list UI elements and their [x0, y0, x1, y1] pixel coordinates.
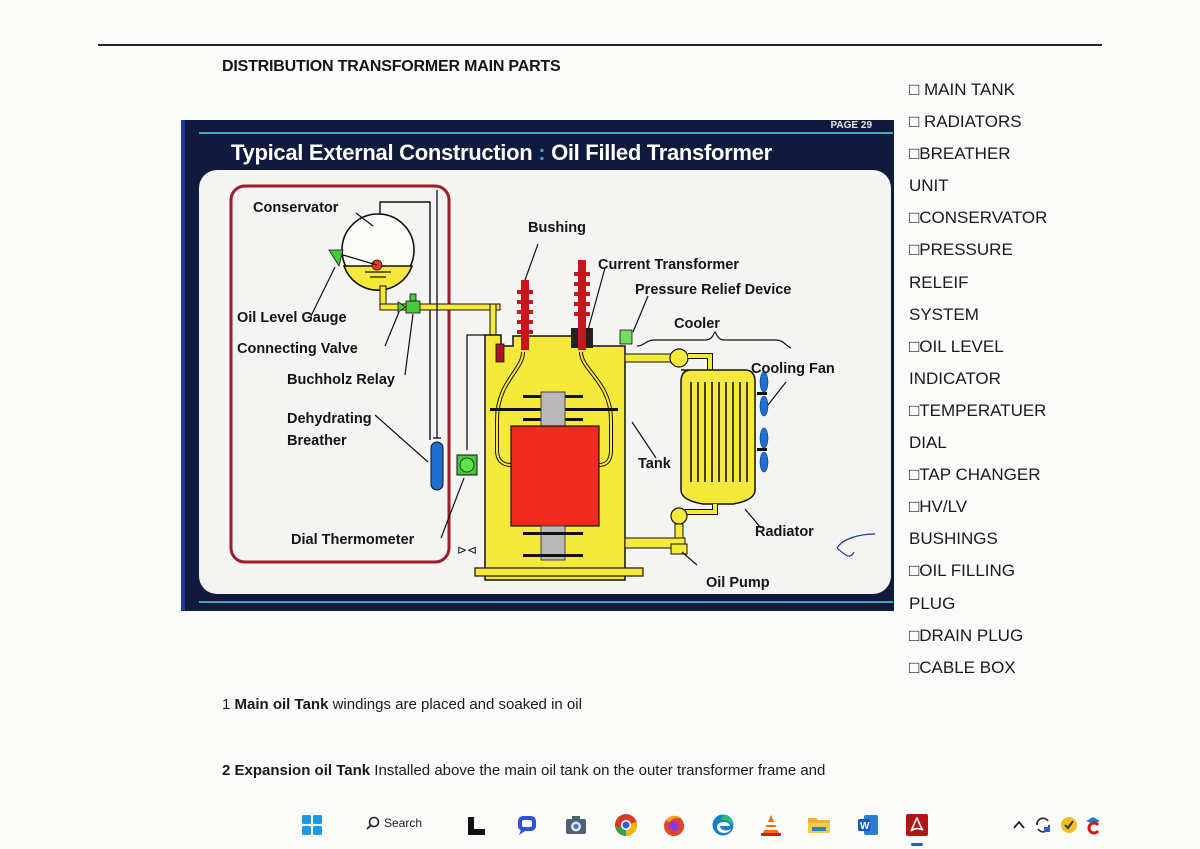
taskbar-app-camera[interactable]: [563, 812, 589, 838]
label-current-transformer: Current Transformer: [598, 257, 740, 273]
svg-text:⊳⊲: ⊳⊲: [457, 543, 477, 557]
svg-text:W: W: [860, 821, 870, 832]
label-breather: Breather: [287, 433, 347, 449]
paragraph-text: windings are placed and soaked in oil: [328, 696, 582, 713]
search-label: Search: [384, 816, 423, 830]
start-button[interactable]: [299, 812, 325, 838]
camera-icon: [566, 816, 586, 834]
paragraph-term: Main oil Tank: [234, 696, 329, 713]
page-top-rule: [98, 44, 1102, 46]
taskbar-app-terminal[interactable]: [463, 812, 489, 838]
label-cooler: Cooler: [674, 316, 720, 332]
figure-title-left: Typical External Construction: [231, 140, 533, 165]
paragraph-term: Expansion oil Tank: [234, 762, 371, 779]
label-pressure-relief-device: Pressure Relief Device: [635, 282, 792, 298]
parts-list-line: BUSHINGS: [909, 529, 998, 549]
parts-list-line: INDICATOR: [909, 368, 1001, 388]
parts-list-line: □PRESSURE: [909, 240, 1013, 260]
tray-sync[interactable]: [1030, 812, 1056, 838]
chevron-up-icon: [1013, 820, 1025, 829]
parts-list-line: □TAP CHANGER: [909, 465, 1041, 485]
paragraph-2: 2 Expansion oil Tank Installed above the…: [222, 762, 825, 779]
taskbar-app-file-explorer[interactable]: [806, 812, 832, 838]
parts-list-line: □CABLE BOX: [909, 657, 1016, 677]
app-icon: [1086, 817, 1100, 835]
vlc-icon: [761, 815, 781, 836]
windows-icon: [302, 815, 322, 835]
chrome-icon: [615, 814, 637, 836]
figure-title-sep: :: [532, 140, 552, 165]
paragraph-1: 1 Main oil Tank windings are placed and …: [222, 696, 582, 713]
taskbar: Search W: [0, 804, 1200, 849]
taskbar-app-edge[interactable]: [710, 812, 736, 838]
parts-list-line: □BREATHER: [909, 144, 1011, 164]
active-indicator: [911, 843, 923, 846]
chat-icon: [518, 816, 536, 835]
parts-list: □ MAIN TANK □ RADIATORS □BREATHER UNIT □…: [909, 74, 1047, 684]
figure-top-rule: [199, 132, 893, 134]
folder-icon: [808, 818, 830, 833]
parts-list-line: □TEMPERATUER: [909, 400, 1047, 420]
show-hidden-icons-button[interactable]: [1006, 812, 1032, 838]
label-radiator: Radiator: [755, 524, 814, 540]
parts-list-line: PLUG: [909, 593, 956, 613]
taskbar-app-chat[interactable]: [514, 812, 540, 838]
taskbar-app-word[interactable]: W: [855, 812, 881, 838]
parts-list-line: UNIT: [909, 176, 949, 196]
norton-icon: [1061, 817, 1077, 833]
label-oil-level-gauge: Oil Level Gauge: [237, 310, 347, 326]
taskbar-app-vlc[interactable]: [758, 812, 784, 838]
figure-title-right: Oil Filled Transformer: [551, 140, 772, 165]
parts-list-line: □DRAIN PLUG: [909, 625, 1024, 645]
document-heading: DISTRIBUTION TRANSFORMER MAIN PARTS: [222, 58, 561, 75]
sync-icon: [1036, 817, 1050, 833]
label-dial-thermometer: Dial Thermometer: [291, 532, 415, 548]
label-cooling-fan: Cooling Fan: [751, 361, 835, 377]
label-dehydrating: Dehydrating: [287, 411, 372, 427]
label-oil-pump: Oil Pump: [706, 575, 770, 591]
taskbar-search[interactable]: Search: [366, 816, 422, 830]
figure-bottom-rule: [199, 601, 893, 603]
transformer-diagram: ⊳⊲: [229, 184, 876, 581]
firefox-icon: [664, 815, 684, 836]
taskbar-app-chrome[interactable]: [613, 812, 639, 838]
label-connecting-valve: Connecting Valve: [237, 341, 358, 357]
tray-norton[interactable]: [1056, 812, 1082, 838]
label-buchholz-relay: Buchholz Relay: [287, 372, 395, 388]
transformer-figure: PAGE 29 Typical External Construction : …: [181, 120, 894, 611]
acrobat-icon: [906, 814, 928, 836]
parts-list-line: □HV/LV: [909, 497, 968, 517]
taskbar-app-acrobat[interactable]: [904, 812, 930, 846]
search-icon: [366, 816, 380, 830]
parts-list-line: □ MAIN TANK: [909, 80, 1015, 99]
label-bushing: Bushing: [528, 220, 586, 236]
parts-list-line: SYSTEM: [909, 304, 979, 324]
tray-app[interactable]: [1080, 812, 1106, 838]
terminal-icon: [468, 817, 485, 835]
figure-title: Typical External Construction : Oil Fill…: [231, 140, 772, 166]
label-conservator: Conservator: [253, 200, 339, 216]
parts-list-line: DIAL: [909, 433, 947, 453]
figure-page-label: PAGE 29: [830, 120, 873, 131]
taskbar-app-firefox[interactable]: [661, 812, 687, 838]
parts-list-line: □ RADIATORS: [909, 112, 1022, 132]
label-tank: Tank: [638, 456, 671, 472]
parts-list-line: RELEIF: [909, 272, 969, 292]
paragraph-number: 2: [222, 762, 231, 779]
edge-icon: [712, 814, 734, 836]
word-icon: W: [858, 815, 878, 835]
paragraph-text: Installed above the main oil tank on the…: [370, 762, 826, 779]
parts-list-line: □OIL LEVEL: [909, 336, 1004, 356]
parts-list-line: □OIL FILLING: [909, 561, 1016, 581]
parts-list-line: □CONSERVATOR: [909, 208, 1048, 228]
paragraph-number: 1: [222, 696, 231, 713]
